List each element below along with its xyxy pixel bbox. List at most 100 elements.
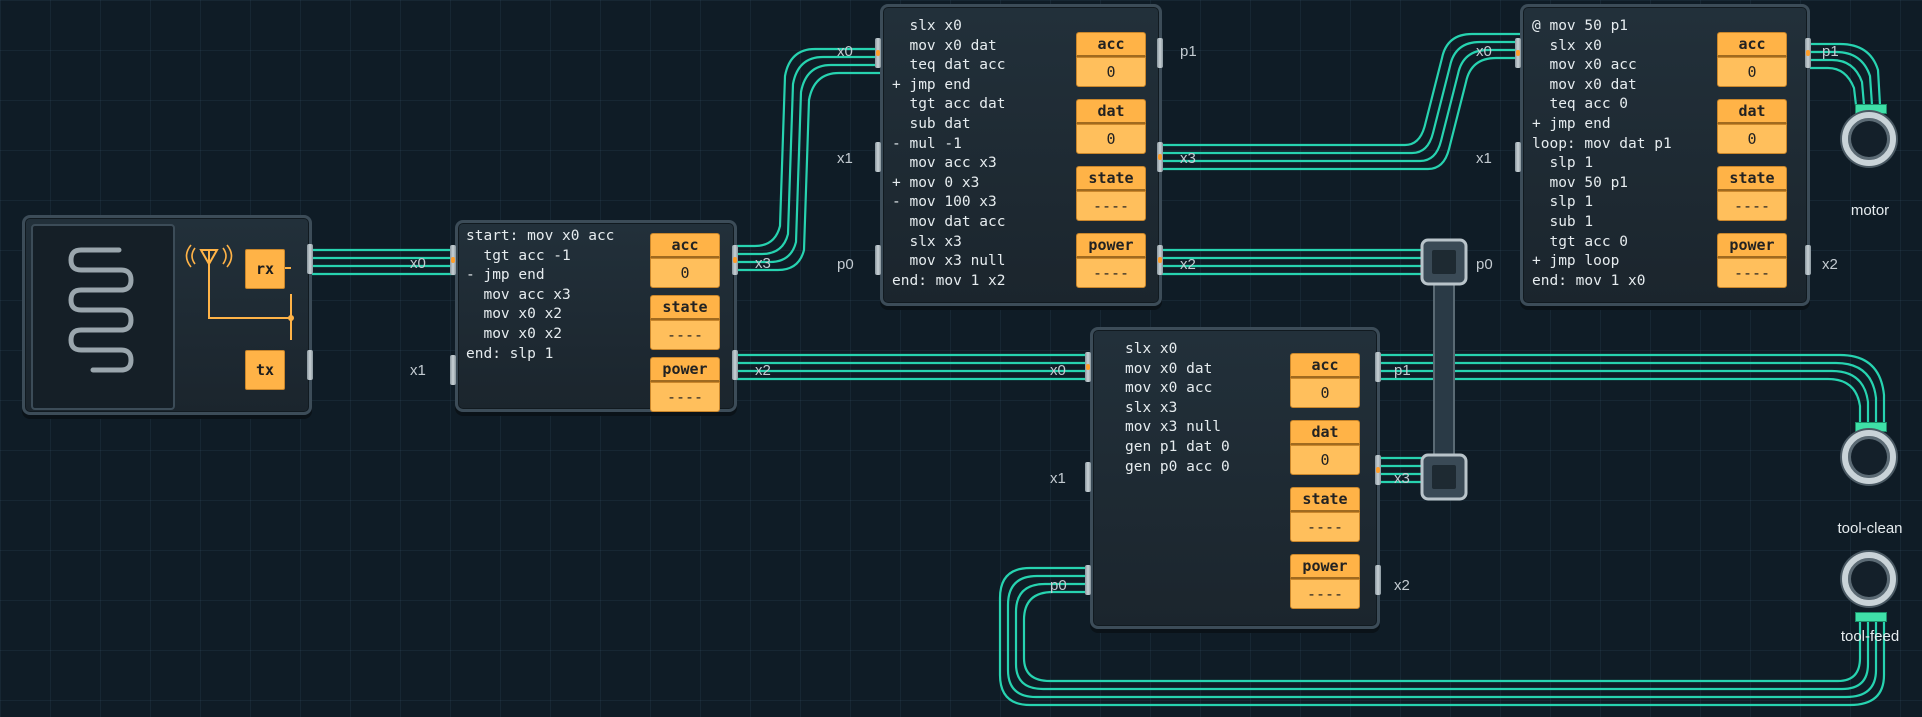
register-value: 0 [1290,378,1360,408]
code-editor[interactable]: start: mov x0 acc tgt acc -1 - jmp end m… [466,228,615,362]
register-name: power [1290,554,1360,579]
register-power: power ---- [650,357,720,412]
pin-label: x3 [1180,150,1196,167]
bottom-port-x1[interactable] [1085,462,1091,492]
bottom-port-x3[interactable] [1375,455,1381,485]
pin-label: x2 [1394,577,1410,594]
rx-block: rx [245,249,285,289]
bottom-port-p0[interactable] [1085,565,1091,595]
register-value: ---- [650,320,720,350]
register-value: ---- [650,382,720,412]
radio-module[interactable]: rx tx [22,215,312,415]
main-port-x3[interactable] [732,245,738,275]
register-state: state ---- [1290,487,1360,542]
register-name: dat [1076,99,1146,124]
pin-label: x1 [1050,470,1066,487]
register-name: dat [1290,420,1360,445]
register-acc: acc 0 [1076,32,1146,87]
register-state: state ---- [1717,166,1787,221]
bottom-port-x0[interactable] [1085,352,1091,382]
topright-port-x0[interactable] [1515,38,1521,68]
topmid-port-p1[interactable] [1157,38,1163,68]
tool-clean-label: tool-clean [1837,520,1903,537]
register-name: power [1076,233,1146,258]
register-name: acc [1076,32,1146,57]
register-value: 0 [1717,124,1787,154]
code-editor[interactable]: slx x0 mov x0 dat mov x0 acc slx x3 mov … [1125,341,1230,475]
register-value: 0 [1076,57,1146,87]
register-acc: acc 0 [650,233,720,288]
register-name: acc [1290,353,1360,378]
wire-bottom-toolfeed [998,566,1886,707]
register-name: acc [650,233,720,258]
pin-label: p0 [837,256,854,273]
bottom-port-x2[interactable] [1375,565,1381,595]
register-acc: acc 0 [1290,353,1360,408]
topright-port-x1[interactable] [1515,142,1521,172]
topright-port-p1[interactable] [1805,38,1811,68]
pin-label: x0 [1476,43,1492,60]
code-editor[interactable]: @ mov 50 p1 slx x0 mov x0 acc mov x0 dat… [1532,18,1672,289]
topmid-port-p0[interactable] [875,245,881,275]
wire-main-bottom [735,353,1092,381]
wire-topright-motor [1808,42,1882,107]
radio-port-x1[interactable] [307,350,313,380]
bridge-junction [1420,238,1468,501]
register-name: state [1076,166,1146,191]
pin-label: x1 [410,362,426,379]
topmid-port-x1[interactable] [875,142,881,172]
register-value: 0 [650,258,720,288]
pin-label: p1 [1822,43,1839,60]
register-power: power ---- [1290,554,1360,609]
tool-feed-connector [1855,612,1887,622]
wire-topmid-topright [1160,32,1522,171]
main-port-x0[interactable] [450,245,456,275]
pin-label: x3 [755,255,771,272]
pin-label: x2 [1822,256,1838,273]
topright-port-x2[interactable] [1805,245,1811,275]
pin-label: p1 [1180,43,1197,60]
topmid-port-x0[interactable] [875,38,881,68]
code-editor[interactable]: slx x0 mov x0 dat teq dat acc + jmp end … [892,18,1006,289]
mcu-top-right[interactable]: @ mov 50 p1 slx x0 mov x0 acc mov x0 dat… [1520,4,1810,306]
bottom-port-p1[interactable] [1375,352,1381,382]
wire-main-topmid [735,47,882,272]
register-state: state ---- [1076,166,1146,221]
register-value: 0 [1717,57,1787,87]
pin-label: x3 [1394,470,1410,487]
main-port-x1[interactable] [450,355,456,385]
tool-feed-device[interactable] [1842,552,1896,606]
register-name: state [650,295,720,320]
radio-sensor-panel [31,224,175,410]
pin-label: x2 [1180,256,1196,273]
register-acc: acc 0 [1717,32,1787,87]
tx-block: tx [245,350,285,390]
wire-bottom-toolclean [1378,353,1886,425]
register-value: ---- [1290,512,1360,542]
register-dat: dat 0 [1076,99,1146,154]
tool-clean-device[interactable] [1842,430,1896,484]
pin-label: p0 [1050,577,1067,594]
register-name: dat [1717,99,1787,124]
register-name: state [1717,166,1787,191]
register-name: state [1290,487,1360,512]
motor-device[interactable] [1842,112,1896,166]
pin-label: x2 [755,362,771,379]
register-value: ---- [1717,258,1787,288]
register-value: 0 [1290,445,1360,475]
main-port-x2[interactable] [732,350,738,380]
topmid-port-x3[interactable] [1157,142,1163,172]
mcu-main[interactable]: start: mov x0 acc tgt acc -1 - jmp end m… [455,220,737,412]
register-dat: dat 0 [1290,420,1360,475]
motor-label: motor [1850,202,1890,219]
register-value: 0 [1076,124,1146,154]
register-name: power [1717,233,1787,258]
pin-label: x1 [1476,150,1492,167]
radio-port-x0[interactable] [307,244,313,274]
mcu-bottom-mid[interactable]: slx x0 mov x0 dat mov x0 acc slx x3 mov … [1090,327,1380,629]
topmid-port-x2[interactable] [1157,245,1163,275]
wire-bottom-bridge [1378,456,1424,484]
register-name: acc [1717,32,1787,57]
mcu-top-mid[interactable]: slx x0 mov x0 dat teq dat acc + jmp end … [880,4,1162,306]
